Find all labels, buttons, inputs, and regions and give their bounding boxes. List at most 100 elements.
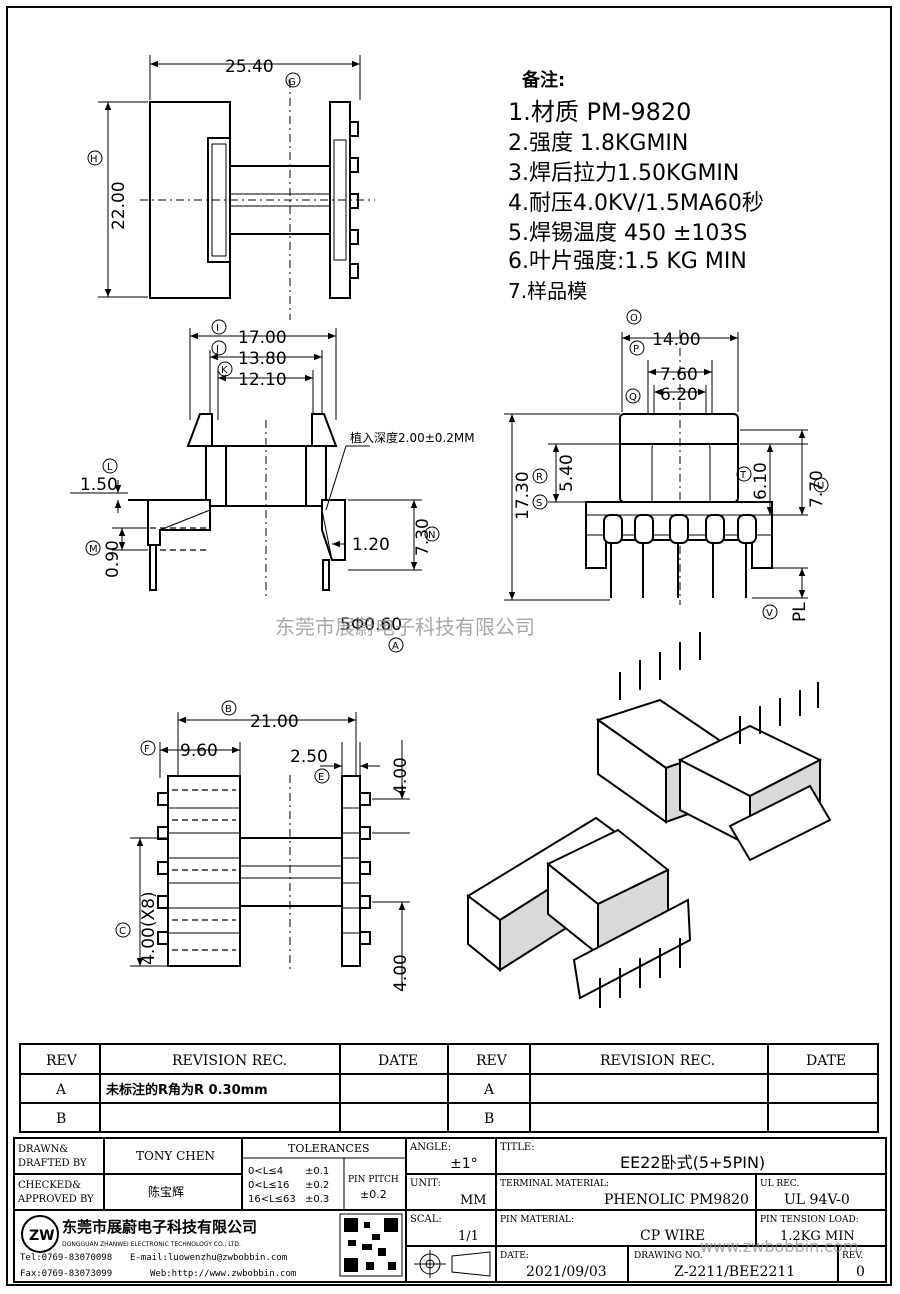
dim-end-14: 14.00 (652, 330, 701, 350)
note-item-1: 1.材质 PM-9820 (508, 98, 691, 126)
marker-s-end: S (536, 498, 542, 509)
drawing-label: DRAWING NO. (634, 1251, 703, 1261)
checked-label-2: APPROVED BY (17, 1194, 94, 1205)
tol-range-3: 16<L≤63 (248, 1194, 296, 1205)
company-logo-mark: ZW (29, 1228, 55, 1244)
drawing-sheet (6, 6, 892, 1286)
company-logo-icon (21, 1215, 59, 1253)
marker-r-end: R (536, 472, 543, 483)
pin-material-value: CP WIRE (640, 1228, 705, 1244)
pin-pitch-value: ±0.2 (360, 1188, 387, 1201)
marker-k-side: K (221, 365, 228, 376)
dim-end-1730: 17.30 (513, 471, 533, 520)
notes-block: 备注: 1.材质 PM-9820 2.强度 1.8KGMIN 3.焊后拉力1.5… (508, 69, 764, 303)
bottom-view: 21.00 B 9.60 F 2.50 E (115, 700, 411, 992)
marker-f-bot: F (144, 744, 150, 755)
side-view: 17.00 I 13.80 J 12.10 K (70, 319, 475, 653)
dim-top-width: 25.40 (225, 57, 274, 77)
note-item-5: 5.焊锡温度 450 ±103S (508, 221, 747, 246)
note-item-6: 6.叶片强度:1.5 KG MIN (508, 249, 747, 274)
dim-end-770: 7.70 (807, 470, 827, 508)
angle-label: ANGLE: (409, 1142, 451, 1153)
company-web: Web:http://www.zwbobbin.com (150, 1269, 296, 1279)
marker-h-top: H (90, 154, 98, 165)
tol-val-1: ±0.1 (305, 1166, 329, 1177)
note-item-7: 7.样品模 (508, 279, 587, 303)
pin-tension-label: PIN TENSION LOAD: (760, 1215, 859, 1225)
title-value: EE22卧式(5+5PIN) (620, 1153, 765, 1172)
marker-g-top: G (288, 77, 296, 88)
marker-q-end: Q (629, 392, 637, 403)
rev-row-b: B (56, 1111, 66, 1127)
title-label: TITLE: (500, 1142, 535, 1153)
company-fax: Fax:0769-83073099 (20, 1269, 112, 1279)
dim-side-13: 13.80 (238, 349, 287, 369)
pin-tension-value: 1.2KG MIN (780, 1229, 855, 1244)
dim-side-pin: 5Φ0.60 (340, 615, 402, 635)
rev-label: REV. (842, 1251, 863, 1261)
dim-bot-21: 21.00 (250, 712, 299, 732)
notes-heading: 备注: (521, 69, 565, 91)
dim-end-540: 5.40 (557, 454, 577, 492)
date-value: 2021/09/03 (526, 1264, 607, 1280)
rev-header-2: REVISION REC. (172, 1053, 287, 1069)
drawing-value: Z-2211/BEE2211 (674, 1264, 795, 1280)
dim-side-730: 7.30 (413, 518, 433, 556)
dim-end-620: 6.20 (660, 385, 698, 405)
note-item-4: 4.耐压4.0KV/1.5MA60秒 (508, 191, 764, 216)
checked-label-1: CHECKED& (18, 1180, 81, 1191)
marker-b-bot: B (225, 704, 232, 715)
dim-bot-400b: 4.00 (391, 954, 411, 992)
dim-bot-400x8: 4.00(X8) (139, 891, 159, 965)
drawn-label-1: DRAWN& (18, 1144, 68, 1155)
unit-label: UNIT: (410, 1178, 441, 1189)
rev-header-5: REVISION REC. (600, 1053, 715, 1069)
drawn-value: TONY CHEN (136, 1149, 215, 1163)
revision-table: REV REVISION REC. DATE REV REVISION REC.… (19, 1043, 879, 1133)
rev-row-a-2: A (483, 1082, 495, 1098)
rev-header-3: DATE (378, 1053, 418, 1069)
terminal-value: PHENOLIC PM9820 (604, 1192, 749, 1208)
company-tel: Tel:0769-83070098 (20, 1253, 112, 1263)
marker-u-end: U (817, 481, 824, 492)
ul-value: UL 94V-0 (784, 1192, 850, 1208)
marker-j-side: J (215, 344, 219, 355)
scal-value: 1/1 (458, 1229, 479, 1244)
rev-value: 0 (856, 1264, 865, 1280)
tol-val-3: ±0.3 (305, 1194, 329, 1205)
qr-code-icon (339, 1213, 403, 1277)
depth-note: 植入深度2.00±0.2MM (350, 430, 475, 445)
ul-label: UL REC. (760, 1179, 799, 1189)
dim-side-17: 17.00 (238, 328, 287, 348)
marker-v-end: V (766, 608, 773, 619)
terminal-label: TERMINAL MATERIAL: (500, 1179, 609, 1189)
dim-bot-960: 9.60 (180, 741, 218, 761)
marker-t-end: T (739, 470, 747, 481)
dim-side-120: 1.20 (352, 535, 390, 555)
dim-end-760: 7.60 (660, 365, 698, 385)
angle-value: ±1° (450, 1156, 478, 1172)
footer-watermark: www.zwbobbin.com (700, 1237, 858, 1256)
rev-row-b-2: B (484, 1111, 494, 1127)
marker-c-bot: C (119, 926, 126, 937)
top-view: 25.40 G 22.00 H (87, 55, 375, 320)
marker-l-side: L (107, 462, 113, 473)
company-email: E-mail:luowenzhu@zwbobbin.com (130, 1253, 287, 1263)
title-block: DRAWN& DRAFTED BY TONY CHEN CHECKED& APP… (13, 1137, 887, 1283)
company-name-en: DONGGUAN ZHANWEI ELECTRONIC TECHNOLOGY C… (62, 1241, 241, 1248)
unit-value: MM (460, 1193, 487, 1208)
projection-symbol-icon (414, 1250, 491, 1278)
company-watermark: 东莞市展蔚电子科技有限公司 (275, 615, 535, 639)
tol-val-2: ±0.2 (305, 1180, 329, 1191)
marker-m-side: M (89, 544, 98, 555)
dim-top-height: 22.00 (109, 181, 129, 230)
isometric-view-top (595, 632, 832, 862)
marker-n-side: N (428, 530, 435, 541)
marker-e-bot: E (318, 772, 324, 783)
checked-value: 陈宝辉 (148, 1184, 184, 1199)
marker-p-end: P (633, 344, 639, 355)
tol-range-1: 0<L≤4 (248, 1166, 283, 1177)
note-item-3: 3.焊后拉力1.50KGMIN (508, 161, 739, 186)
dim-end-pl: PL (790, 602, 810, 622)
